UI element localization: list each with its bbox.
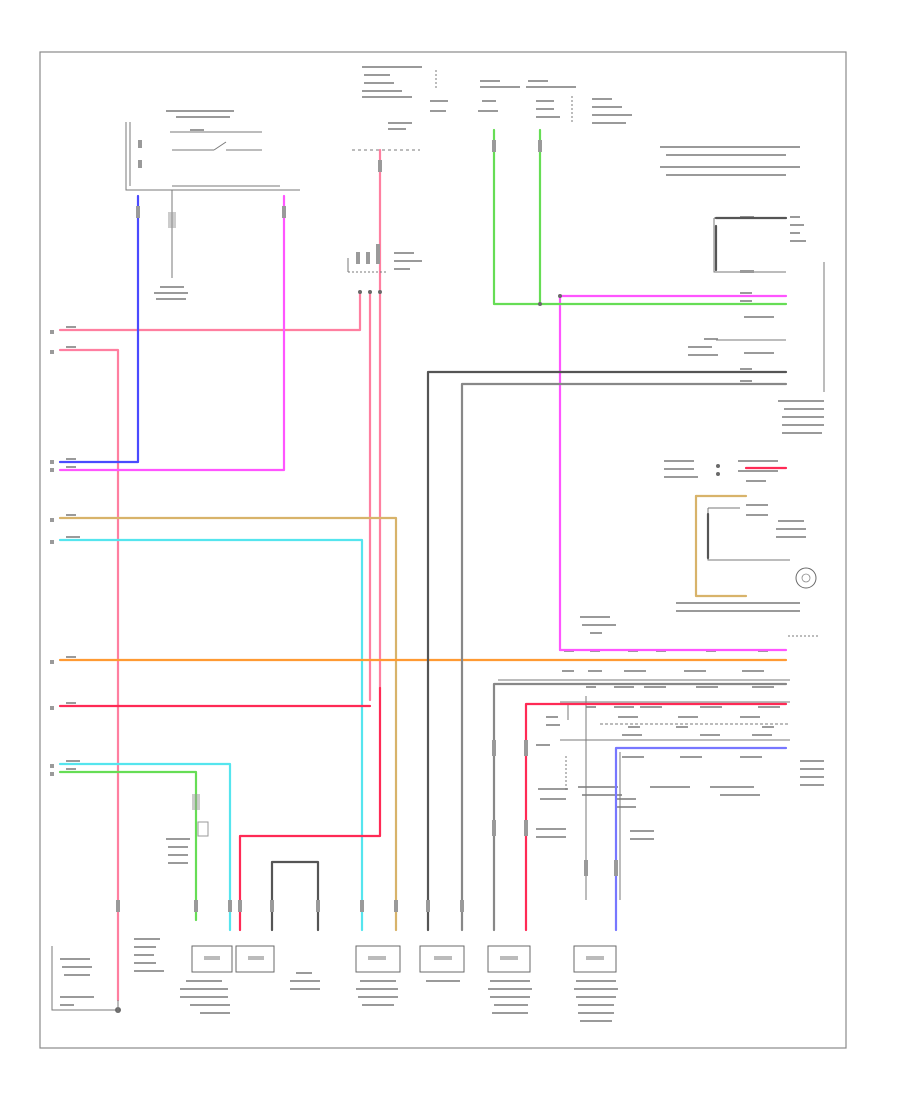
diagram-frame — [39, 51, 847, 1049]
fuse-block-top — [352, 66, 448, 151]
wires — [58, 128, 788, 1002]
top-left-switch-block — [125, 110, 300, 300]
component-4 — [419, 945, 465, 973]
relay-symbol — [166, 794, 209, 864]
wire-labels — [66, 140, 752, 912]
right-upper-module — [688, 216, 825, 434]
left-pin-labels — [50, 330, 54, 776]
junction-connector — [347, 244, 422, 294]
top-right-labels — [478, 80, 800, 176]
connector-grid — [498, 616, 824, 900]
splice-dots — [538, 294, 720, 476]
right-middle-sensor — [664, 460, 820, 637]
component-row — [51, 938, 618, 1022]
